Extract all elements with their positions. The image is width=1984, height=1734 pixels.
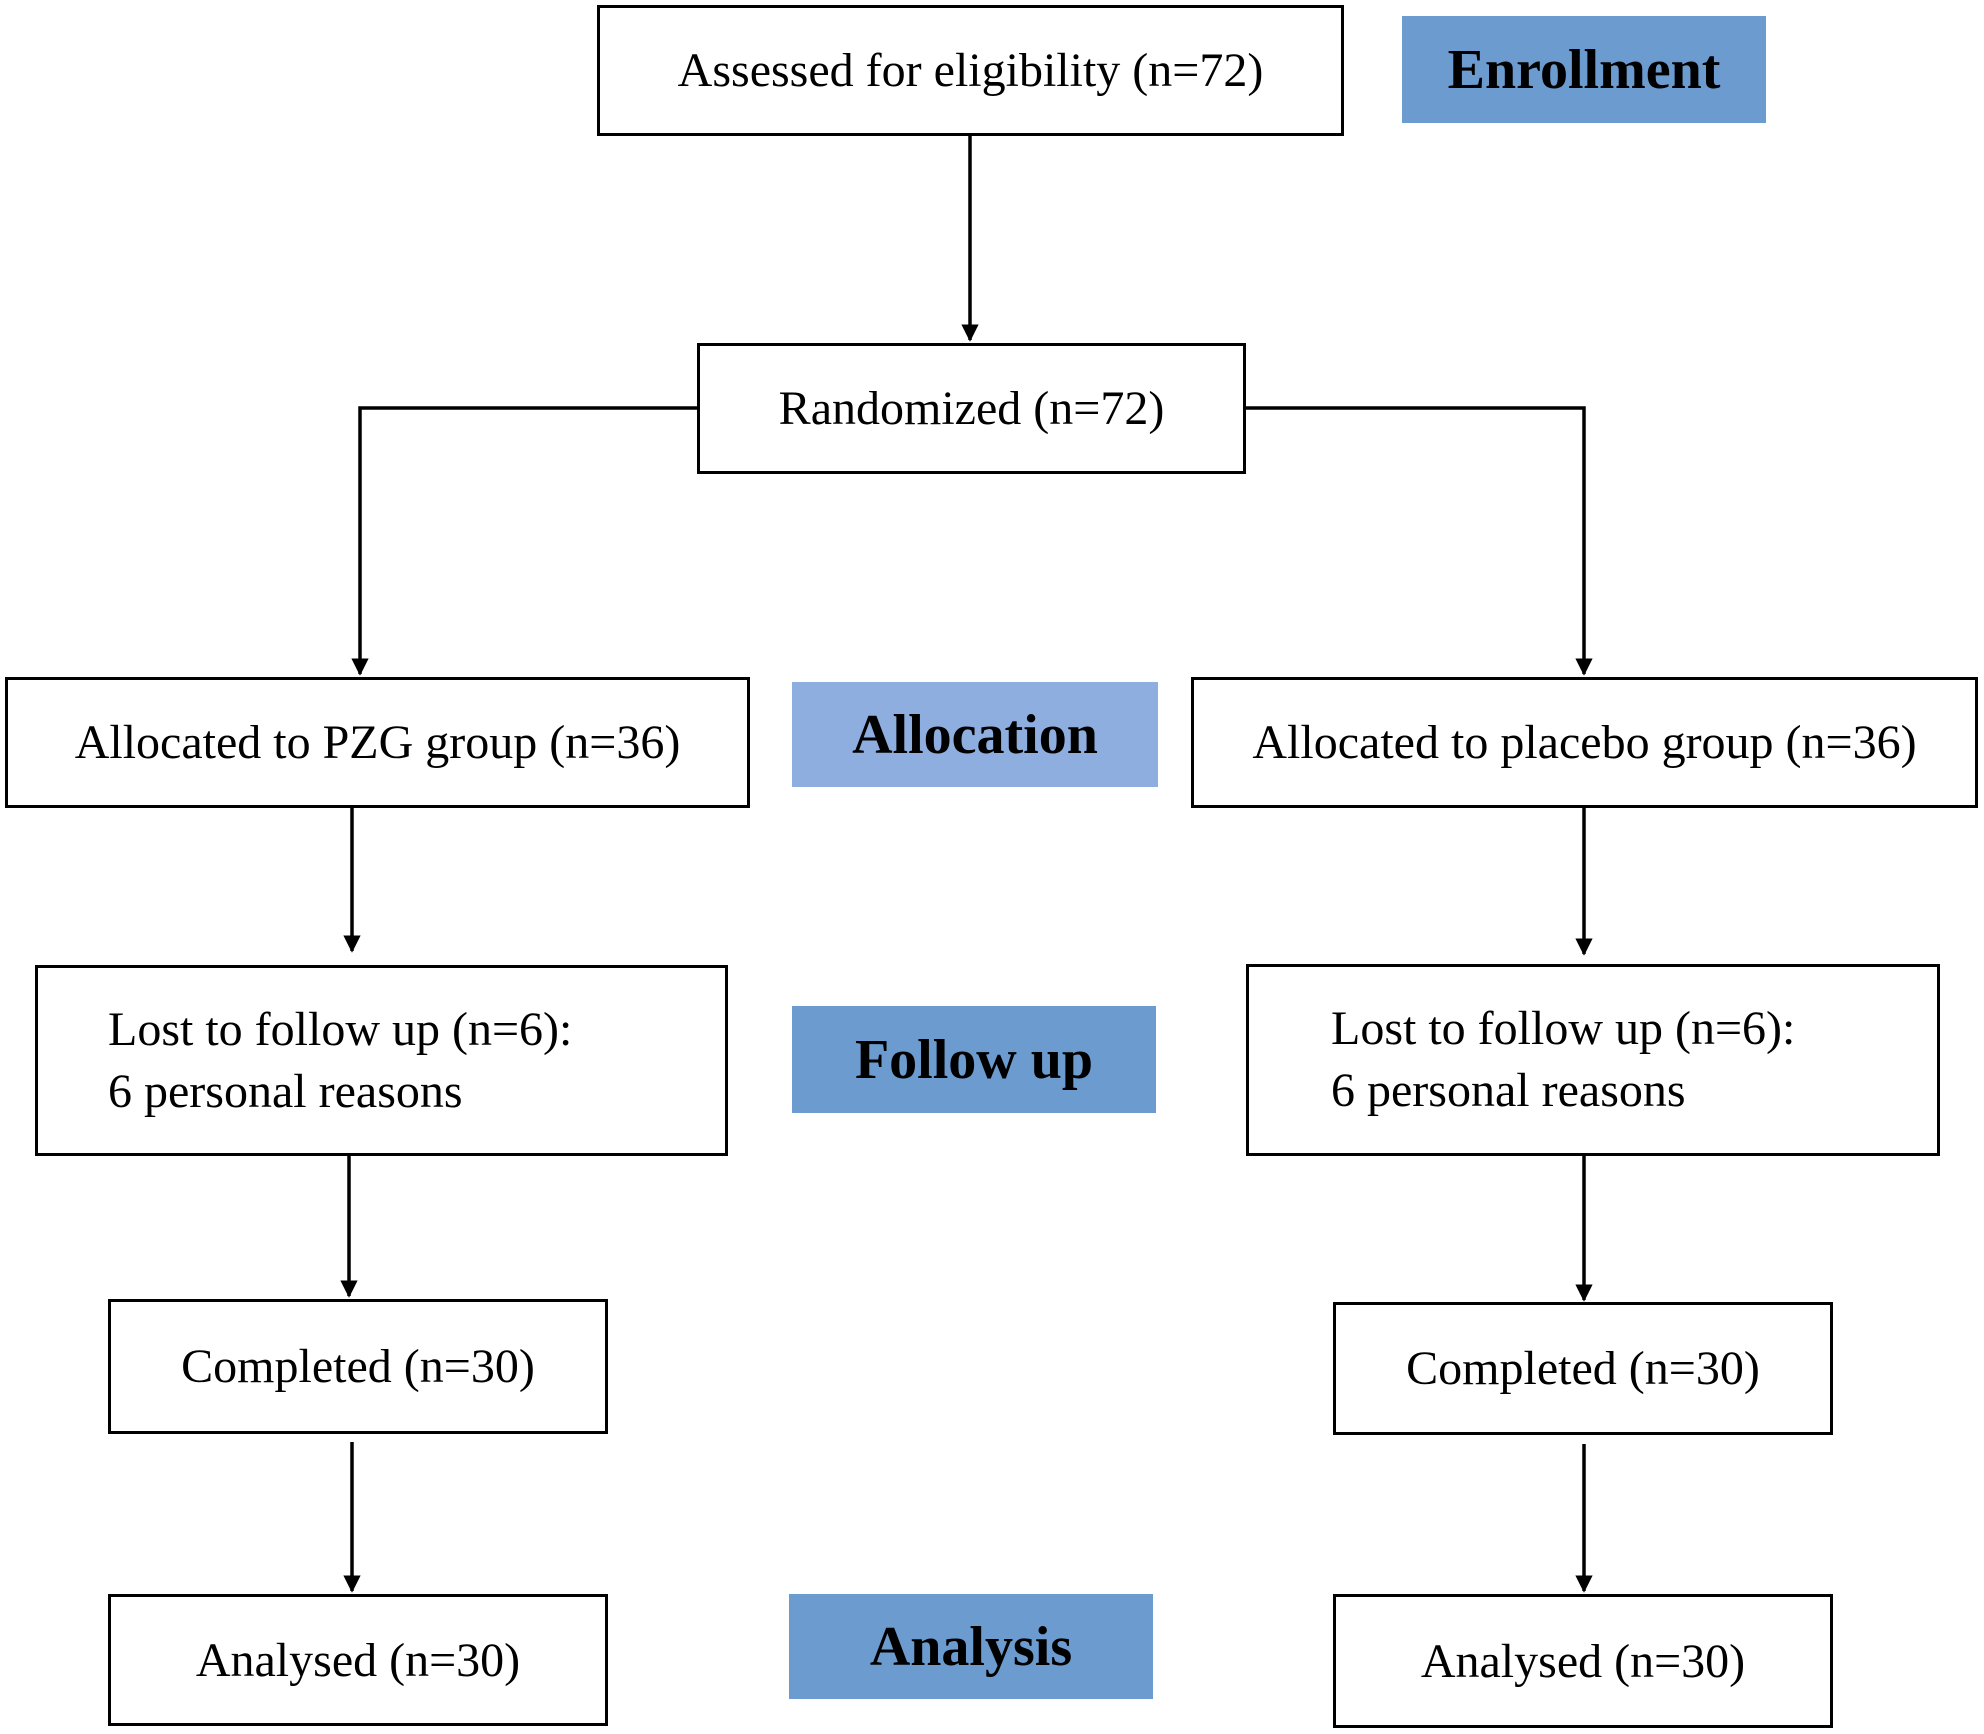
right-allocation-text: Allocated to placebo group (n=36) <box>1252 716 1917 769</box>
left-followup-box: Lost to follow up (n=6): 6 personal reas… <box>35 965 728 1156</box>
randomized-text: Randomized (n=72) <box>778 382 1165 435</box>
left-allocation-text: Allocated to PZG group (n=36) <box>74 716 681 769</box>
stage-allocation: Allocation <box>792 682 1158 787</box>
right-completed-text: Completed (n=30) <box>1406 1342 1760 1395</box>
right-analysed-text: Analysed (n=30) <box>1420 1634 1746 1688</box>
left-completed-box: Completed (n=30) <box>108 1299 608 1434</box>
stage-enrollment: Enrollment <box>1402 16 1766 123</box>
left-followup-line1: Lost to follow up (n=6): <box>108 1002 573 1056</box>
right-analysed-box: Analysed (n=30) <box>1333 1594 1833 1728</box>
arrow-randomized-to-right-allocation <box>1246 406 1593 676</box>
left-analysed-text: Analysed (n=30) <box>195 1633 521 1687</box>
right-followup-line1: Lost to follow up (n=6): <box>1331 1002 1796 1055</box>
eligibility-text: Assessed for eligibility (n=72) <box>677 44 1264 97</box>
left-completed-text: Completed (n=30) <box>181 1340 535 1393</box>
left-followup-line2: 6 personal reasons <box>108 1064 463 1118</box>
stage-enrollment-label: Enrollment <box>1447 38 1721 101</box>
eligibility-box: Assessed for eligibility (n=72) <box>597 5 1344 136</box>
stage-analysis: Analysis <box>789 1594 1153 1699</box>
stage-analysis-label: Analysis <box>869 1615 1073 1678</box>
stage-follow-up-label: Follow up <box>854 1028 1094 1091</box>
left-allocation-box: Allocated to PZG group (n=36) <box>5 677 750 808</box>
stage-follow-up: Follow up <box>792 1006 1156 1113</box>
right-completed-box: Completed (n=30) <box>1333 1302 1833 1435</box>
right-allocation-box: Allocated to placebo group (n=36) <box>1191 677 1978 808</box>
right-followup-box: Lost to follow up (n=6): 6 personal reas… <box>1246 964 1940 1156</box>
stage-allocation-label: Allocation <box>852 703 1098 766</box>
arrow-randomized-to-left-allocation <box>351 406 697 676</box>
randomized-box: Randomized (n=72) <box>697 343 1246 474</box>
left-analysed-box: Analysed (n=30) <box>108 1594 608 1726</box>
right-followup-line2: 6 personal reasons <box>1331 1064 1686 1117</box>
